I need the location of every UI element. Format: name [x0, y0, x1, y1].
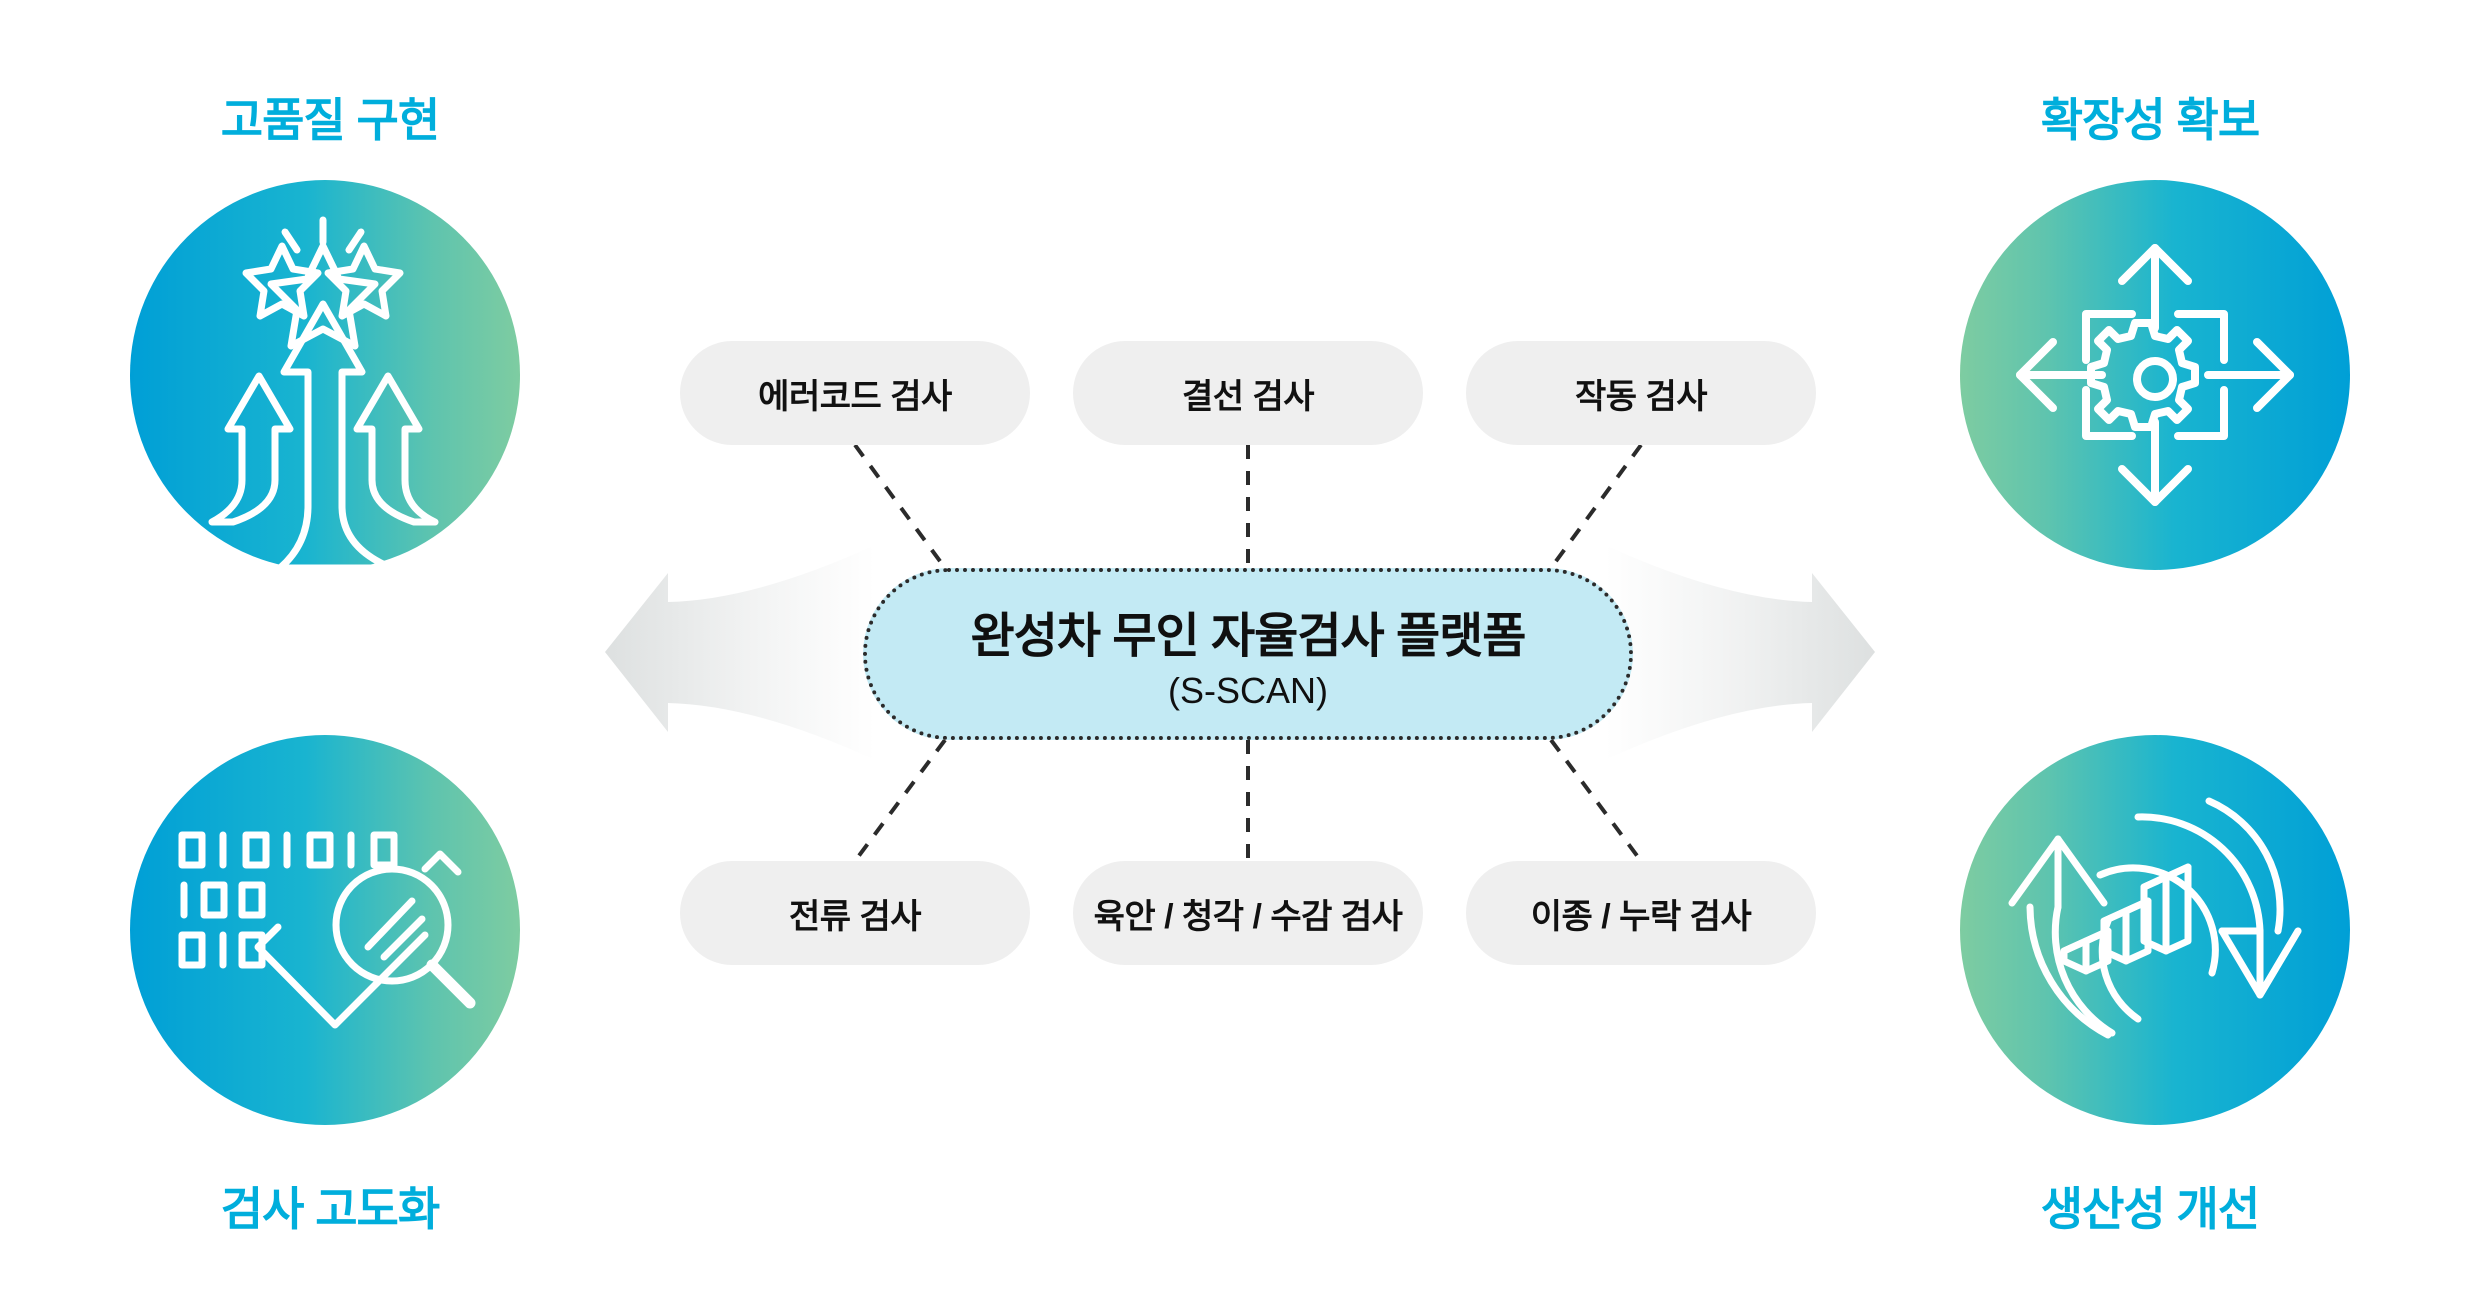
inspection-pill-label: 에러코드 검사: [758, 377, 952, 416]
flow-arrow-right: [1605, 545, 1875, 760]
arrow-right-icon: [1605, 545, 1875, 760]
pillar-label-top-right: 확장성 확보: [2040, 94, 2260, 146]
inspection-pill-bottom-3[interactable]: 이종 / 누락 검사: [1466, 861, 1816, 965]
pillar-circle-top-left: [130, 180, 520, 570]
pillar-label-bottom-right: 생산성 개선: [2040, 1183, 2260, 1235]
pillar-label-bottom-left: 검사 고도화: [220, 1183, 440, 1235]
pillar-circle-top-right: [1960, 180, 2350, 570]
inspection-pill-top-3[interactable]: 작동 검사: [1466, 341, 1816, 445]
platform-subtitle: (S-SCAN): [1168, 670, 1328, 711]
inspection-pill-label: 이종 / 누락 검사: [1530, 897, 1752, 936]
flow-arrow-left: [605, 545, 875, 760]
platform-title: 완성차 무인 자율검사 플랫폼: [970, 610, 1527, 663]
inspection-pill-bottom-1[interactable]: 전류 검사: [680, 861, 1030, 965]
pillar-circle-bottom-right: [1960, 735, 2350, 1125]
pillar-circle-bottom-left: [130, 735, 520, 1125]
inspection-pill-label: 작동 검사: [1574, 377, 1708, 416]
inspection-pill-label: 전류 검사: [788, 897, 922, 936]
inspection-pill-bottom-2[interactable]: 육안 / 청각 / 수감 검사: [1073, 861, 1423, 965]
platform-node: 완성차 무인 자율검사 플랫폼 (S-SCAN): [863, 568, 1633, 740]
inspection-pill-top-1[interactable]: 에러코드 검사: [680, 341, 1030, 445]
inspection-pill-label: 육안 / 청각 / 수감 검사: [1093, 897, 1403, 936]
gear-expand-arrows-icon: [1960, 180, 2350, 570]
rising-arrows-stars-icon: [130, 180, 520, 570]
cycle-arrows-bar-chart-icon: [1960, 735, 2350, 1125]
inspection-pill-top-2[interactable]: 결선 검사: [1073, 341, 1423, 445]
inspection-pill-label: 결선 검사: [1181, 377, 1315, 416]
pillar-label-top-left: 고품질 구현: [220, 94, 440, 146]
binary-magnifier-check-icon: [130, 735, 520, 1125]
arrow-left-icon: [605, 545, 875, 760]
